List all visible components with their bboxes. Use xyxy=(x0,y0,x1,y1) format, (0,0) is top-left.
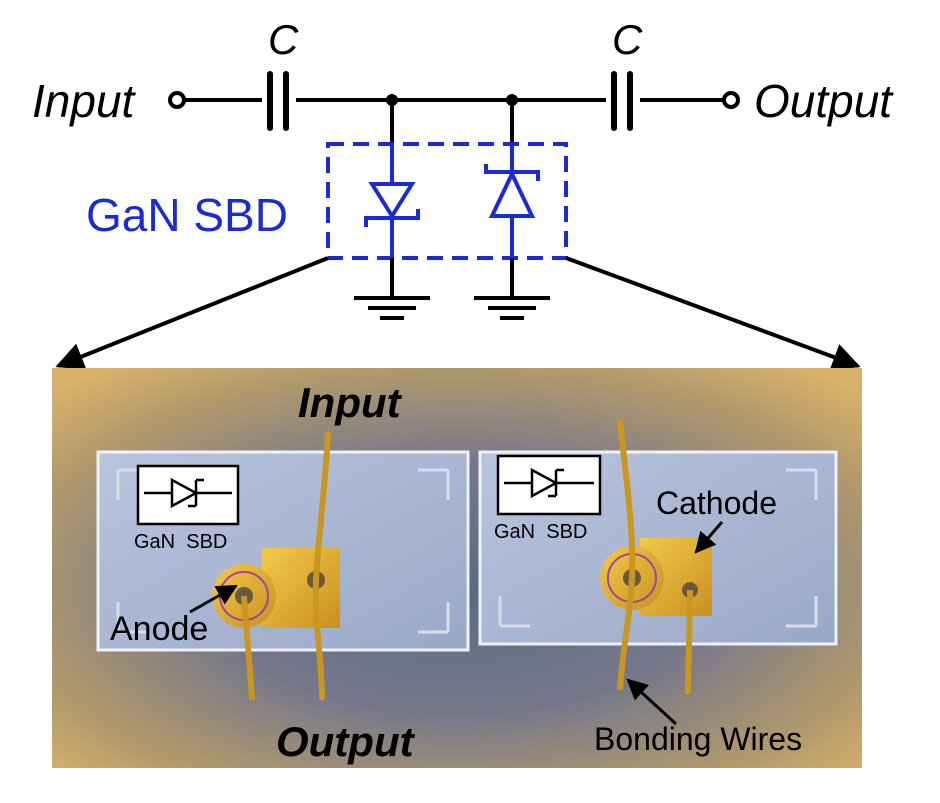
input-label: Input xyxy=(32,75,137,127)
capacitor-right-label: C xyxy=(612,16,643,63)
capacitor-left xyxy=(262,71,296,131)
bonding-wires-label: Bonding Wires xyxy=(594,721,802,757)
zoom-arrow-left xyxy=(55,256,329,370)
gan-sbd-group-box xyxy=(326,142,568,260)
bonding-wires-pointer xyxy=(626,678,678,726)
cathode-label: Cathode xyxy=(656,485,777,521)
anode-pointer xyxy=(189,584,238,614)
capacitor-right xyxy=(606,71,640,131)
output-terminal xyxy=(722,91,740,109)
input-terminal xyxy=(168,91,186,109)
zoom-arrow-right xyxy=(565,256,861,371)
photo-output-label: Output xyxy=(276,718,416,765)
chip-left-gold-pad xyxy=(262,548,340,628)
chip-left-bonding-wire-2 xyxy=(241,595,255,701)
chip-left-bonding-wire-1 xyxy=(312,431,331,701)
cathode-pointer xyxy=(694,521,724,554)
schematic: Input Output C C GaN SBD xyxy=(32,16,894,371)
chip-right-logo-label: GaN SBD xyxy=(494,521,587,543)
photo-input-label: Input xyxy=(298,379,403,426)
output-label: Output xyxy=(754,75,894,127)
ground-symbol-left xyxy=(354,258,430,320)
chip-left-logo-label: GaN SBD xyxy=(134,531,227,553)
chip-right-bonding-wire-1 xyxy=(617,419,636,691)
chip-right-logo-diode-icon xyxy=(504,467,594,499)
chip-right-bonding-wire-2 xyxy=(685,589,693,695)
chip-left-logo-box xyxy=(136,464,240,526)
gan-sbd-group-label: GaN SBD xyxy=(86,189,288,241)
chip-left: GaN SBD xyxy=(96,431,470,701)
chip-left-logo-diode-icon xyxy=(144,477,232,509)
anode-label: Anode xyxy=(110,610,208,648)
micrograph-photo: GaN SBD GaN xyxy=(52,368,862,768)
ground-symbol-right xyxy=(474,258,550,320)
chip-right-logo-box xyxy=(496,454,602,516)
capacitor-left-label: C xyxy=(268,16,299,63)
chip-right: GaN SBD xyxy=(478,419,838,695)
